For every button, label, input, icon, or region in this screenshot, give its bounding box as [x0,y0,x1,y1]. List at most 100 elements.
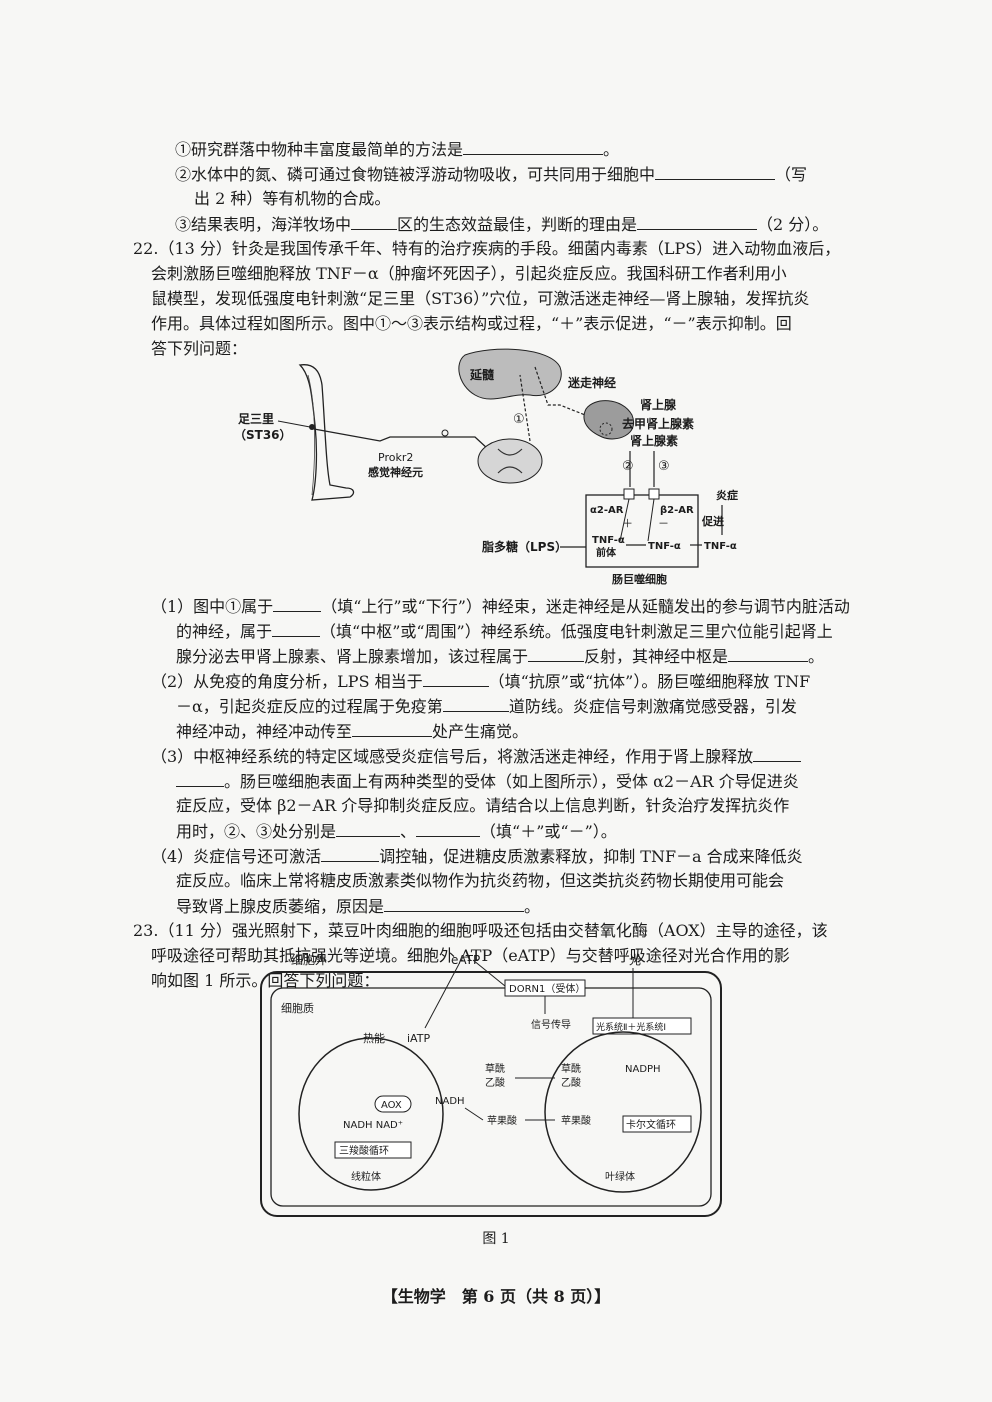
label-aox: AOX [381,1100,402,1111]
label-tnf2: TNF-α [704,541,737,552]
cell-inner [270,987,712,1207]
q22-p3b: 。肠巨噬细胞表面上有两种类型的受体（如上图所示），受体 α2－AR 介导促进炎 [224,772,799,791]
label-caoxian3: 草酰 [561,1062,581,1075]
q22-p3d: 用时，②、③处分别是 [176,822,337,841]
q22-p4a: （4）炎症信号还可激活 [151,847,322,866]
label-zusanli: 足三里 [238,411,274,426]
label-nadph: NADPH [625,1064,661,1075]
answer-blank[interactable] [422,668,489,687]
answer-blank[interactable] [384,893,525,912]
q21-l2a: ②水体中的氮、磷可通过食物链被浮游动物吸收，可共同用于细胞中 [175,165,656,184]
tca-box [334,1141,412,1159]
q22-p3-line4: 用时，②、③处分别是、（填“＋”或“－”）。 [176,818,617,844]
q22-p2b: （填“抗原”或“抗体”）。肠巨噬细胞释放 TNF [488,672,811,691]
answer-blank[interactable] [351,211,398,230]
label-c2: ② [622,459,634,474]
answer-blank[interactable] [336,818,401,837]
q21-line-1: ①研究群落中物种丰富度最简单的方法是 。 [175,136,619,162]
label-pingguosuan1: 苹果酸 [487,1114,517,1127]
label-yansui: 延髓 [469,367,495,382]
q22-p3-line1: （3）中枢神经系统的特定区域感受炎症信号后，将激活迷走神经，作用于肾上腺释放 [151,743,802,769]
q23-figure: 细胞外 eATP 光 DORN1（受体） 细胞质 热能 iATP 信号传导 光系… [260,953,722,1217]
q22-p2d: 道防线。炎症信号刺激痛觉感受器，引发 [508,697,797,716]
page-footer: 【生物学 第 6 页（共 8 页）】 [381,1287,611,1306]
q21-l3a: ③结果表明，海洋牧场中 [175,215,352,234]
label-macro: 肠巨噬细胞 [612,572,667,586]
label-shenshangxian: 肾上腺 [640,397,677,412]
answer-blank[interactable] [528,643,585,662]
q21-line-2: ②水体中的氮、磷可通过食物链被浮游动物吸收，可共同用于细胞中 （写 [175,161,807,187]
answer-blank[interactable] [655,161,776,180]
answer-blank[interactable] [753,743,802,762]
q22-stem-3: 鼠模型，发现低强度电针刺激“足三里（ST36）”穴位，可激活迷走神经—肾上腺轴，… [151,289,810,308]
label-tnf1: TNF-α [648,541,681,552]
q22-p1g: 。 [808,647,825,666]
q21-l2b: （写 [775,165,808,184]
label-xibaowai: 细胞外 [291,953,327,967]
answer-blank[interactable] [416,818,481,837]
answer-blank[interactable] [273,593,322,612]
q22-p1e: 腺分泌去甲肾上腺素、肾上腺素增加，该过程属于 [176,647,529,666]
answer-blank[interactable] [637,211,758,230]
q22-p1b: （填“上行”或“下行”）神经束，迷走神经是从延髓发出的参与调节内脏活动 [321,597,850,616]
label-shenshangxiansu: 肾上腺素 [630,433,678,448]
q22-p2e: 神经冲动，神经冲动传至 [176,722,353,741]
q22-p2f: 处产生痛觉。 [432,722,529,741]
label-pingguosuan2: 苹果酸 [561,1114,591,1127]
q22-p2-line3: 神经冲动，神经冲动传至 处产生痛觉。 [176,718,528,744]
q22-p4-line3: 导致肾上腺皮质萎缩，原因是。 [176,893,540,919]
label-st36: （ST36） [234,427,292,442]
answer-blank[interactable] [176,768,224,787]
label-dorn1: DORN1（受体） [509,983,585,995]
q22-p4-line1: （4）炎症信号还可激活 调控轴，促进糖皮质激素释放，抑制 TNF－a 合成来降低炎 [151,843,803,869]
answer-blank[interactable] [321,843,380,862]
q22-stem-4: 作用。具体过程如图所示。图中①～③表示结构或过程，“＋”表示促进，“－”表示抑制… [151,314,792,333]
q21-line-3: ③结果表明，海洋牧场中 区的生态效益最佳，判断的理由是 （2 分）。 [175,211,828,237]
acupoint [309,424,315,430]
q21-l3c: （2 分）。 [757,215,829,234]
q21-l1-text: ①研究群落中物种丰富度最简单的方法是 [175,140,464,159]
label-cujin: 促进 [701,514,724,528]
label-ganjue: 感觉神经元 [368,465,423,479]
label-sansuo: 三羧酸循环 [339,1144,389,1157]
q22-p1a: （1）图中①属于 [151,597,274,616]
label-yelvti: 叶绿体 [605,1170,635,1183]
q22-p4d: 导致肾上腺皮质萎缩，原因是 [176,897,385,916]
macrophage-box [585,494,699,568]
q23-stem-2: 呼吸途径可帮助其抵抗强光等逆境。细胞外 ATP（eATP）与交替呼吸途径对光合作… [151,946,790,965]
q22-p1d: （填“中枢”或“周围”）神经系统。低强度电针刺激足三里穴位能引起肾上 [320,622,833,641]
mitochondrion [298,1037,444,1191]
label-b2ar: β2-AR [660,505,694,516]
q22-p4b: 调控轴，促进糖皮质激素释放，抑制 TNF－a 合成来降低炎 [379,847,803,866]
q22-stem-5: 答下列问题： [151,339,248,358]
label-eatp: eATP [451,953,480,967]
q22-p2a: （2）从免疫的角度分析，LPS 相当于 [151,672,423,691]
label-minus: － [658,517,669,530]
q22-p4-line2: 症反应。临床上常将糖皮质激素类似物作为抗炎药物，但这类抗炎药物长期使用可能会 [176,871,785,890]
label-tnf-qian1: TNF-α [592,535,625,546]
answer-blank[interactable] [272,618,321,637]
q21-l1-end: 。 [603,140,620,159]
answer-blank[interactable] [728,643,809,662]
answer-blank[interactable] [442,693,509,712]
label-c3: ③ [658,459,670,474]
label-prokr2: Prokr2 [378,451,413,464]
label-mizou: 迷走神经 [567,375,616,390]
sensory-nerve [313,428,489,450]
label-guangxitong: 光系统Ⅱ＋光系统Ⅰ [596,1021,666,1033]
label-a2ar: α2-AR [590,505,624,516]
label-caoxian4: 乙酸 [561,1076,581,1089]
label-lps: 脂多糖（LPS） [481,539,567,554]
q22-p3-line3: 症反应，受体 β2－AR 介导抑制炎症反应。请结合以上信息判断，针灸治疗发挥抗炎… [176,796,790,815]
answer-blank[interactable] [463,136,604,155]
answer-blank[interactable] [352,718,433,737]
label-yanzheng: 炎症 [716,488,738,502]
q22-figure: 足三里 （ST36） Prokr2 感觉神经元 延髓 ① 迷走神经 肾上腺 去甲… [234,348,738,586]
label-nadh: NADH [435,1096,465,1107]
q22-p2-line2: －α，引起炎症反应的过程属于免疫第道防线。炎症信号刺激痛觉感受器，引发 [176,693,797,719]
medulla [458,348,562,400]
label-xianliti: 线粒体 [351,1170,381,1183]
q21-l3b: 区的生态效益最佳，判断的理由是 [397,215,638,234]
label-xibaozhi: 细胞质 [281,1002,314,1015]
